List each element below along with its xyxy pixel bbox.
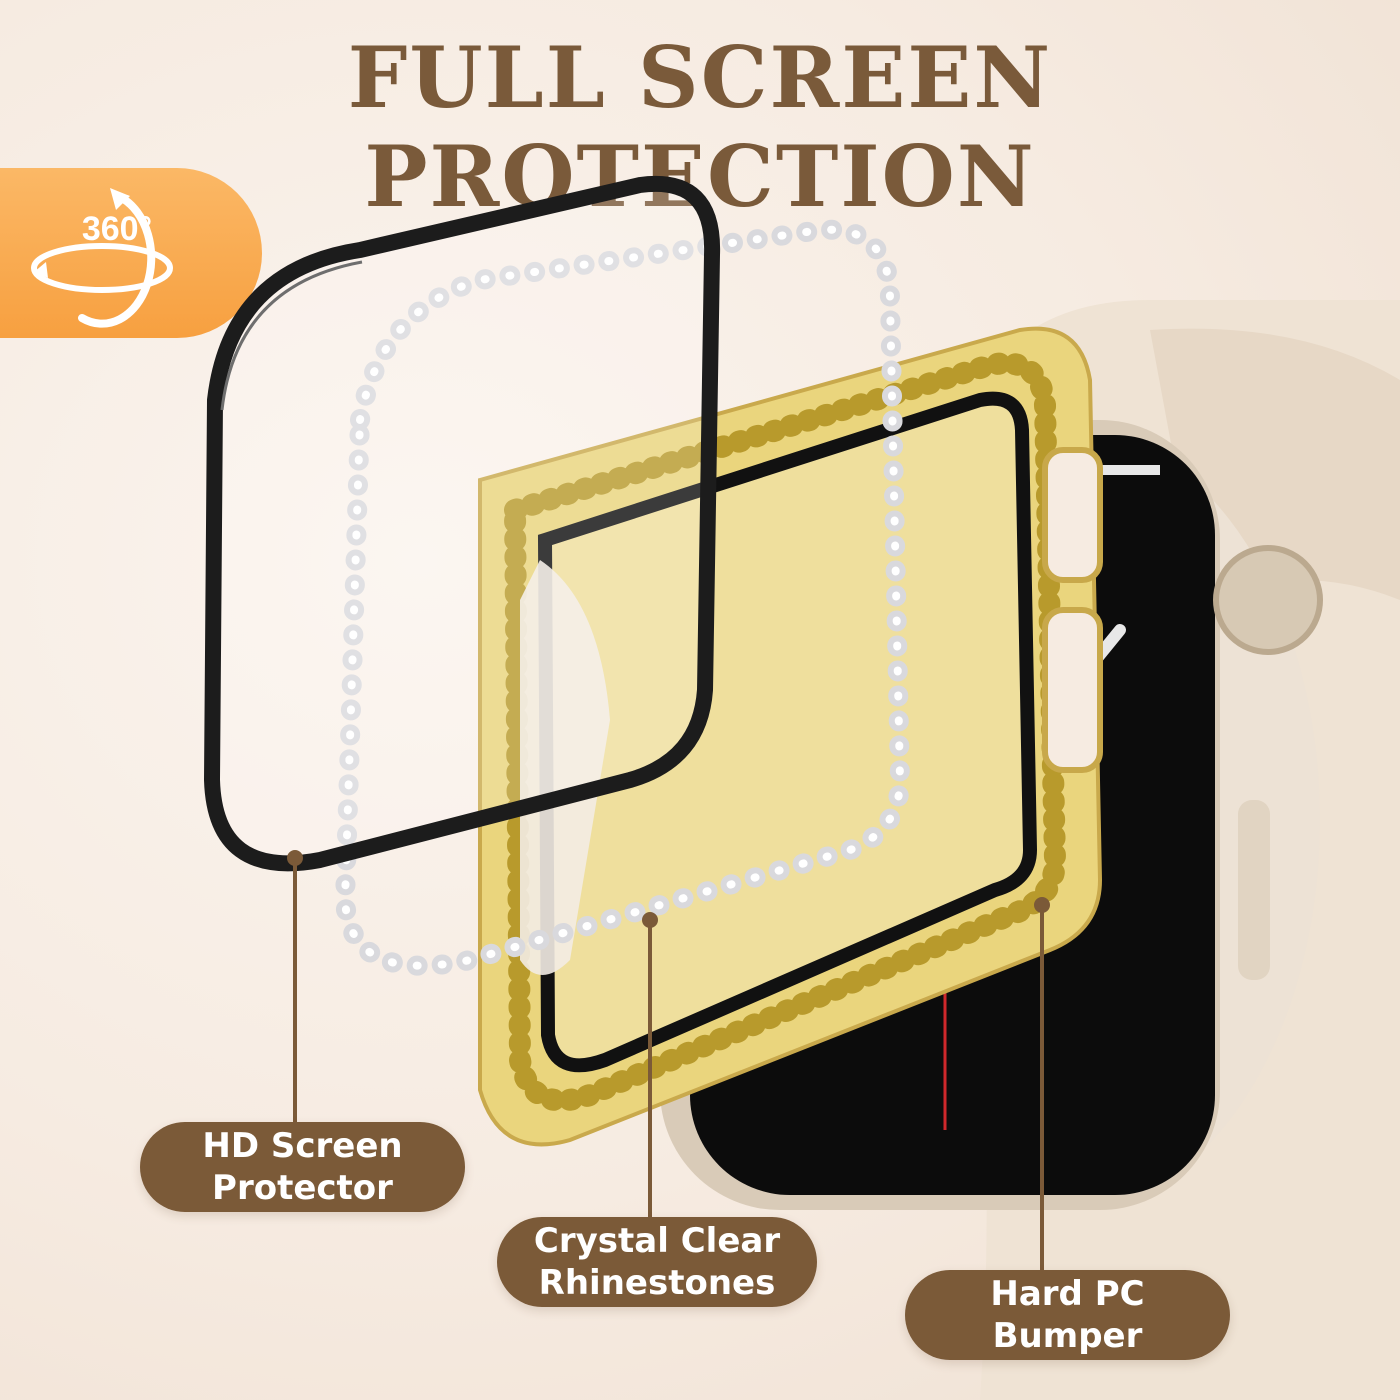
callout-rhinestones-label: Crystal Clear Rhinestones xyxy=(533,1221,781,1303)
page-title: FULL SCREEN PROTECTION xyxy=(347,28,1053,226)
callout-screen-protector: HD Screen Protector xyxy=(140,1122,465,1212)
callout-rhinestones: Crystal Clear Rhinestones xyxy=(497,1217,817,1307)
screen-protector-glass xyxy=(203,175,721,872)
callout-screen-protector-label: HD Screen Protector xyxy=(202,1126,403,1208)
rhinestone-ring xyxy=(334,219,911,976)
rotation-badge xyxy=(0,168,262,338)
rotate-360-icon xyxy=(31,188,173,328)
callout-bumper-label: Hard PC Bumper xyxy=(990,1274,1145,1356)
callout-bumper: Hard PC Bumper xyxy=(905,1270,1230,1360)
badge-label: 360° xyxy=(81,210,153,248)
callout-lines xyxy=(287,850,1050,1270)
